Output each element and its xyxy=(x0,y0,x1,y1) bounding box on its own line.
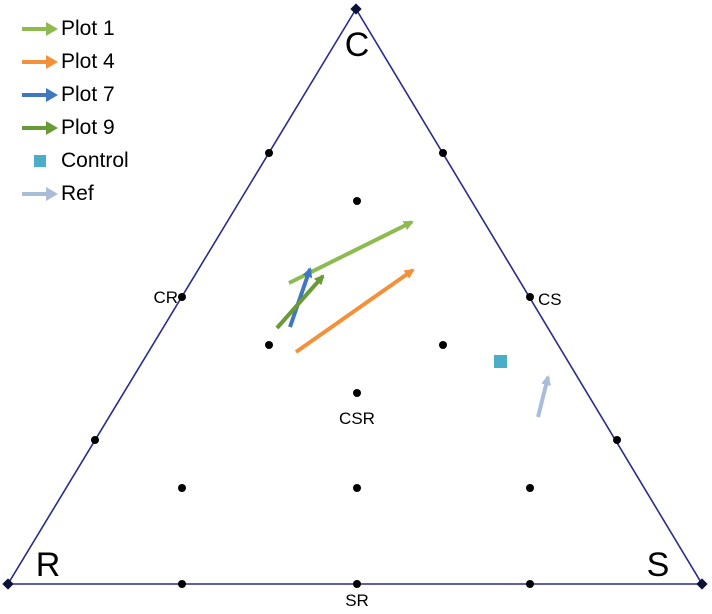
legend-label: Plot 1 xyxy=(61,16,115,40)
arrow-plot-9 xyxy=(275,274,325,330)
legend-item-plot-7: Plot 7 xyxy=(20,78,129,111)
legend-item-plot-1: Plot 1 xyxy=(20,12,129,45)
grid-dot xyxy=(265,341,273,349)
vertex-marker-r xyxy=(2,578,14,590)
legend-arrow-icon xyxy=(22,54,58,69)
point-label-csr: CSR xyxy=(339,409,375,428)
corner-label-c: C xyxy=(345,26,370,64)
corner-label-r: R xyxy=(36,546,61,584)
legend-item-control: Control xyxy=(20,144,129,177)
corner-label-s: S xyxy=(647,546,670,584)
legend-label: Control xyxy=(61,148,129,172)
legend-arrow-icon xyxy=(22,186,58,201)
legend-arrow-icon xyxy=(22,120,58,135)
grid-dot xyxy=(178,293,186,301)
legend-square-icon xyxy=(34,154,46,167)
grid-dot xyxy=(353,580,361,588)
grid-dot xyxy=(178,484,186,492)
grid-dot xyxy=(353,484,361,492)
legend-item-plot-9: Plot 9 xyxy=(20,111,129,144)
grid-dot xyxy=(178,580,186,588)
legend: Plot 1 Plot 4 Plot 7 Plot 9 xyxy=(20,12,129,210)
grid-dot xyxy=(91,436,99,444)
vertex-marker-s xyxy=(696,578,708,590)
grid-dot xyxy=(526,484,534,492)
grid-dot xyxy=(353,389,361,397)
grid-dot xyxy=(526,580,534,588)
legend-label: Plot 9 xyxy=(61,115,115,139)
point-label-sr: SR xyxy=(345,591,369,609)
grid-dot xyxy=(439,149,447,157)
legend-arrow-icon xyxy=(22,21,58,36)
legend-label: Ref xyxy=(61,181,94,205)
legend-item-plot-4: Plot 4 xyxy=(20,45,129,78)
legend-item-ref: Ref xyxy=(20,177,129,210)
grid-dot xyxy=(439,341,447,349)
vertex-marker-c xyxy=(350,3,362,15)
arrow-plot-4 xyxy=(294,268,415,354)
point-label-cs: CS xyxy=(538,290,562,309)
legend-arrow-icon xyxy=(22,87,58,102)
point-label-cr: CR xyxy=(153,288,178,307)
grid-dot xyxy=(613,436,621,444)
arrow-plot-7 xyxy=(288,267,313,328)
grid-dot xyxy=(526,293,534,301)
arrow-ref xyxy=(536,375,551,418)
legend-label: Plot 7 xyxy=(61,82,115,106)
grid-dot xyxy=(265,149,273,157)
legend-label: Plot 4 xyxy=(61,49,115,73)
control-marker xyxy=(494,355,507,368)
grid-dot xyxy=(353,197,361,205)
